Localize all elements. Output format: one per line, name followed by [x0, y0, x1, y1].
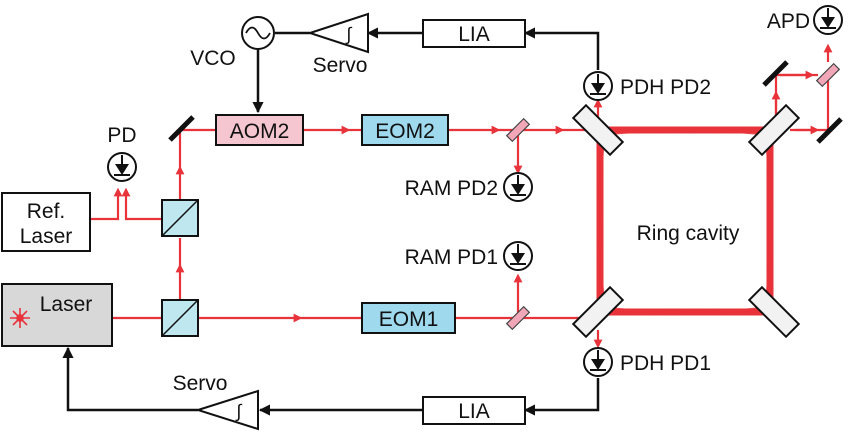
cavity-mirror-bottom-left [571, 285, 625, 339]
mirror-apd-top [762, 60, 789, 87]
servo-top-integral-icon: ∫ [345, 24, 353, 44]
servo-top: ∫ Servo [306, 12, 369, 77]
ref-laser-box: Ref. Laser [1, 192, 91, 252]
pd-pdh-pd2 [583, 71, 613, 101]
beamsplitter-2 [161, 199, 199, 237]
cavity-mirror-top-right [747, 103, 801, 157]
cube-beamsplitters [161, 199, 199, 337]
ref-laser-label-line2: Laser [20, 225, 73, 248]
wire-servo-bottom-to-laser [62, 346, 198, 412]
cavity-mirror-bottom-right [747, 285, 801, 339]
mirror-left-top [168, 115, 195, 142]
aom2-box: AOM2 [215, 114, 304, 146]
pd-label: PD [107, 124, 136, 147]
pickoff-plate-ram-pd2 [505, 117, 531, 143]
laser-starburst-icon [10, 308, 30, 328]
beam-transmission-right [790, 80, 830, 132]
eom2-box: EOM2 [361, 114, 449, 146]
pd-apd [813, 5, 843, 35]
pickoff-plate-ram-pd1 [505, 305, 531, 331]
cavity-mirror-top-left [571, 103, 625, 157]
signal-wires [62, 27, 600, 416]
lia-top-label: LIA [458, 23, 490, 46]
servo-bottom: ∫ Servo [173, 372, 259, 431]
wire-pdh-pd1-to-lia-bottom [523, 378, 600, 416]
pdh-pd2-label: PDH PD2 [620, 76, 711, 99]
eom1-box: EOM1 [361, 302, 456, 334]
ring-cavity-label: Ring cavity [637, 222, 740, 245]
ring-cavity: Ring cavity [571, 103, 801, 339]
servo-top-label: Servo [313, 54, 368, 77]
pickoff-plates [505, 62, 841, 331]
servo-bottom-triangle [194, 389, 259, 431]
pd-pdh-pd1 [583, 347, 613, 377]
aom2-label: AOM2 [230, 120, 290, 143]
cavity-beam-path [596, 126, 774, 316]
servo-top-triangle [306, 12, 369, 54]
eom1-label: EOM1 [379, 308, 439, 331]
ram-pd2-label: RAM PD2 [405, 177, 498, 200]
laser-label: Laser [40, 293, 93, 316]
beam-ref-laser-to-pd [90, 187, 123, 221]
eom2-label: EOM2 [375, 120, 435, 143]
servo-bottom-integral-icon: ∫ [235, 401, 243, 421]
mirror-apd-bottom [816, 117, 843, 144]
pdh-pd1-label: PDH PD1 [620, 352, 711, 375]
vco-label: VCO [190, 47, 236, 70]
beamsplitter-1 [161, 299, 199, 337]
pd-ref [107, 152, 137, 182]
lia-bottom-box: LIA [422, 396, 526, 425]
pd-ram-pd2 [503, 172, 533, 202]
steering-mirrors [168, 60, 843, 144]
beam-to-aom2 [178, 128, 216, 170]
wire-pdh-pd2-to-lia-top [575, 31, 600, 70]
combiner-plate-apd [815, 62, 841, 88]
ref-laser-label-line1: Ref. [27, 200, 66, 223]
lia-bottom-label: LIA [458, 400, 490, 423]
servo-bottom-label: Servo [173, 372, 228, 395]
beam-bs2-to-pd [121, 187, 162, 221]
laser-box: Laser [1, 283, 113, 347]
apd-label: APD [767, 10, 810, 33]
pd-ram-pd1 [503, 241, 533, 271]
vco: VCO [190, 16, 275, 70]
sine-wave-icon [245, 26, 271, 40]
lia-top-box: LIA [422, 19, 526, 48]
ram-pd1-label: RAM PD1 [405, 246, 498, 269]
